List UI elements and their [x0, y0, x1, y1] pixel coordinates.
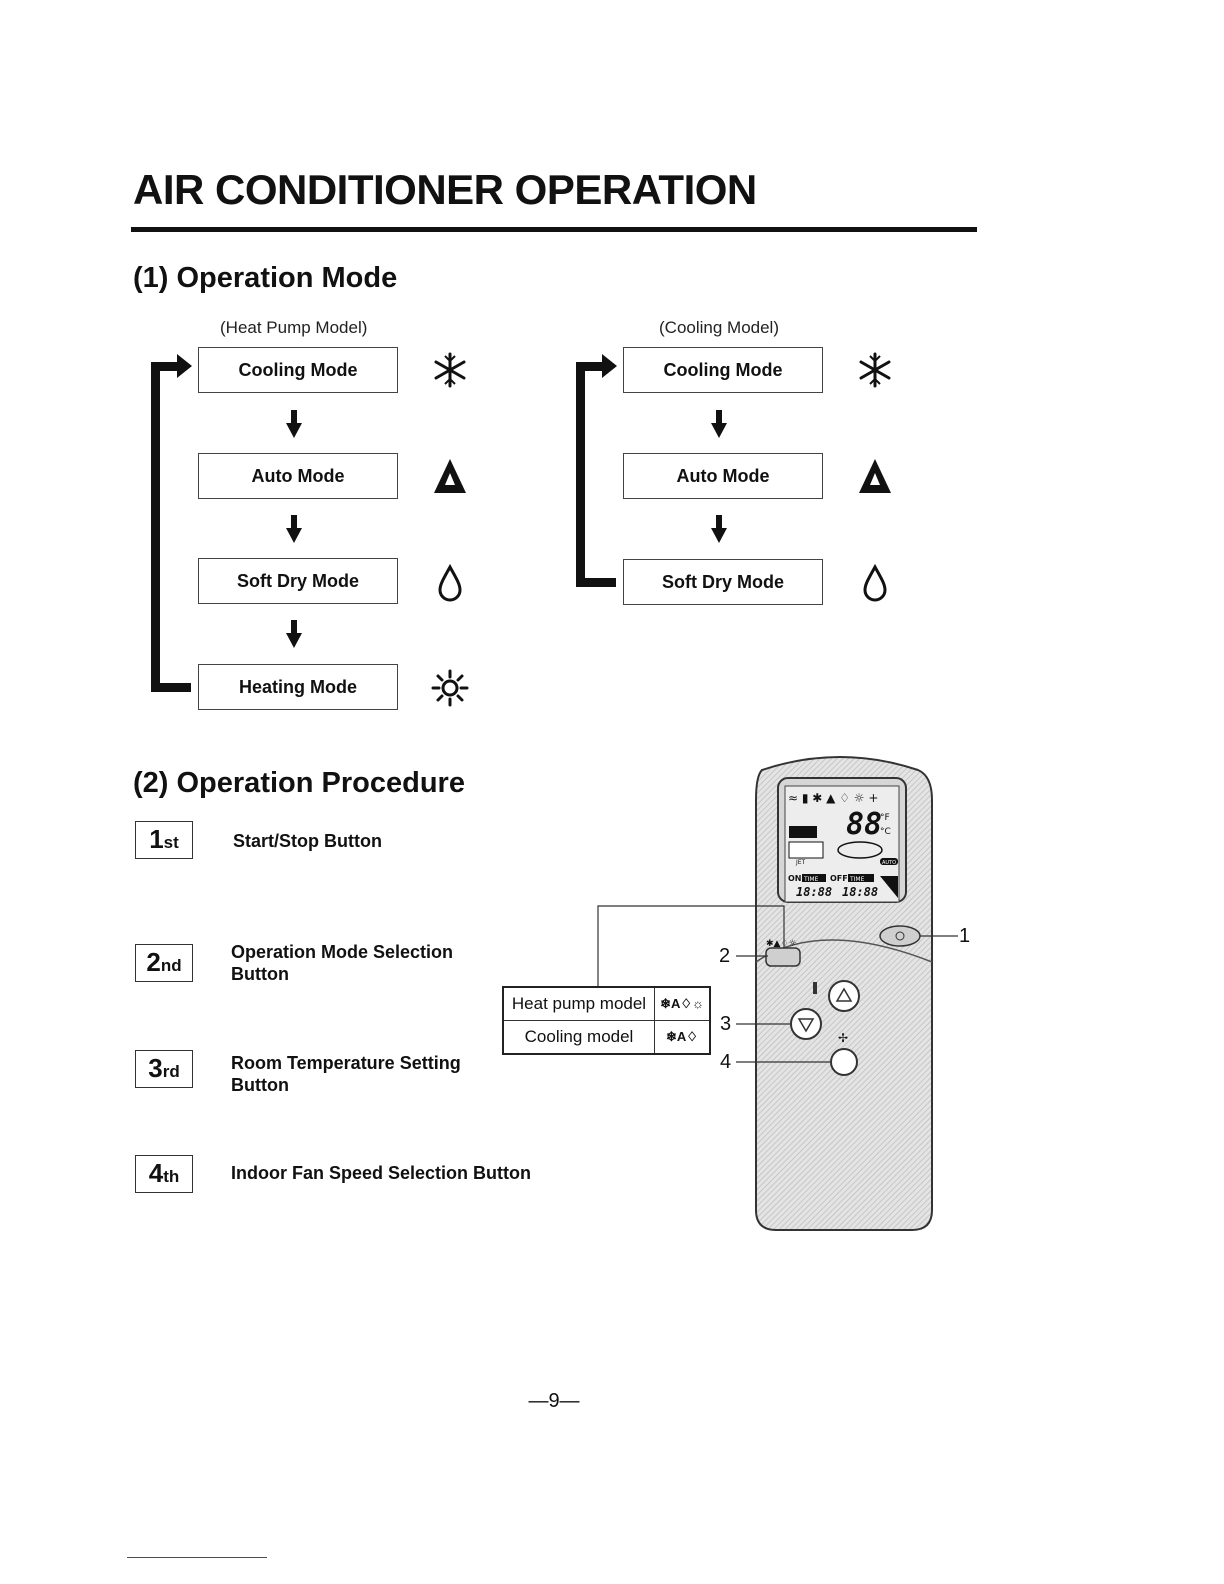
auto-icon	[434, 459, 466, 493]
cm-auto-mode-box: Auto Mode	[623, 453, 823, 499]
cm-cooling-mode-box: Cooling Mode	[623, 347, 823, 393]
svg-text:✢: ✢	[838, 1031, 848, 1045]
model-symbol-table: Heat pump model ❄A♢☼ Cooling model ❄A♢	[502, 986, 711, 1055]
fan-speed-button	[830, 1048, 858, 1076]
start-stop-button	[879, 925, 921, 947]
page-title: AIR CONDITIONER OPERATION	[133, 166, 757, 213]
cooling-model-caption: (Cooling Model)	[659, 318, 779, 337]
operation-mode-heading: (1) Operation Mode	[133, 262, 398, 294]
snowflake-icon	[859, 352, 891, 388]
remote-control-illustration: ≈ ▮ ✱ ▲ ♢ ☼ + 88 °F °C JET AUTO ON TIME …	[597, 756, 958, 1231]
hp-auto-mode-box: Auto Mode	[198, 453, 398, 499]
hp-heating-mode-box: Heating Mode	[198, 664, 398, 710]
callout-3: 3	[720, 1013, 732, 1035]
droplet-icon	[863, 563, 887, 602]
footer-rule	[127, 1557, 267, 1558]
title-divider	[131, 227, 977, 232]
auto-icon	[859, 459, 891, 493]
svg-text:18:88: 18:88	[796, 885, 832, 899]
page-number: —9—	[528, 1390, 580, 1412]
svg-text:✱▲♢☼: ✱▲♢☼	[766, 939, 797, 949]
step-1-text: Start/Stop Button	[233, 831, 382, 851]
callout-4: 4	[720, 1051, 732, 1073]
mode-cycle-diagram	[151, 354, 727, 692]
temp-down-button	[790, 1008, 822, 1040]
hp-soft-dry-mode-box: Soft Dry Mode	[198, 558, 398, 604]
svg-text:AUTO: AUTO	[882, 860, 896, 866]
svg-text:°F: °F	[880, 813, 890, 823]
svg-text:ON: ON	[788, 874, 802, 883]
sun-icon	[431, 669, 469, 707]
svg-text:JET: JET	[795, 859, 806, 866]
table-row: Heat pump model ❄A♢☼	[504, 988, 709, 1021]
hp-cooling-mode-box: Cooling Mode	[198, 347, 398, 393]
svg-text:°C: °C	[880, 827, 891, 837]
remote-temp-readout: 88	[846, 807, 882, 842]
table-row: Cooling model ❄A♢	[504, 1021, 709, 1053]
svg-text:TIME: TIME	[803, 876, 819, 883]
svg-text:TIME: TIME	[849, 876, 865, 883]
droplet-icon	[438, 563, 462, 602]
svg-text:18:88: 18:88	[842, 885, 878, 899]
step-3-text: Room Temperature Setting Button	[231, 1053, 461, 1095]
step-4-text: Indoor Fan Speed Selection Button	[231, 1163, 532, 1183]
callout-2: 2	[719, 945, 731, 967]
heat-pump-caption: (Heat Pump Model)	[220, 318, 368, 337]
cm-soft-dry-mode-box: Soft Dry Mode	[623, 559, 823, 605]
svg-text:≈ ▮ ✱ ▲ ♢ ☼ +: ≈ ▮ ✱ ▲ ♢ ☼ +	[788, 791, 878, 805]
step-2-text: Operation Mode Selection Button	[231, 942, 454, 984]
svg-text:OFF: OFF	[830, 874, 848, 883]
operation-procedure-heading: (2) Operation Procedure	[133, 767, 465, 799]
temp-up-button	[828, 980, 860, 1012]
callout-1: 1	[959, 925, 971, 947]
mode-select-button	[765, 947, 801, 967]
snowflake-icon	[434, 352, 466, 388]
